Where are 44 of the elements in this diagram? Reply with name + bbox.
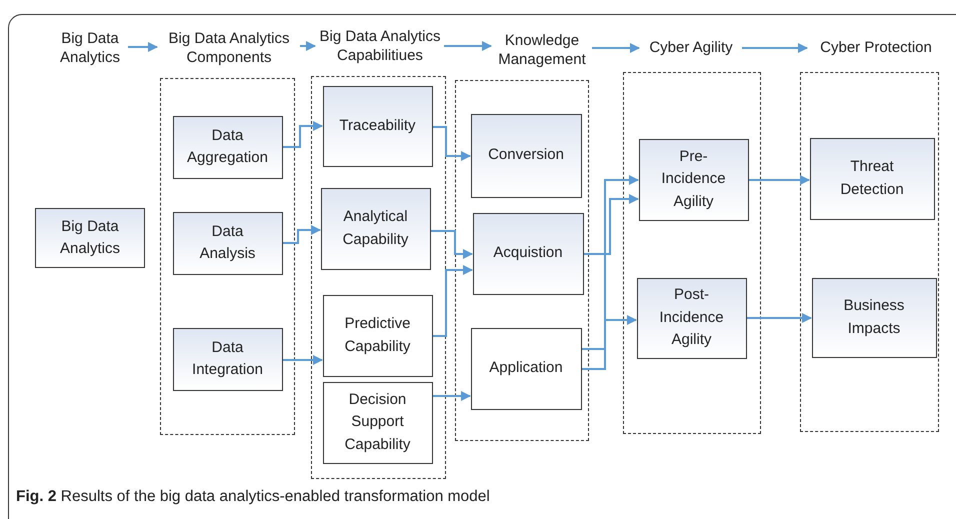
process-box: Analytical Capability bbox=[320, 188, 430, 270]
process-box: Application bbox=[470, 328, 582, 410]
process-box: Acquistion bbox=[472, 212, 584, 294]
arrow bbox=[592, 43, 640, 53]
process-box: Data Analysis bbox=[172, 212, 282, 274]
column-heading: Knowledge Management bbox=[492, 28, 592, 72]
column-heading: Big Data Analytics Capabilitiues bbox=[316, 24, 444, 68]
arrow bbox=[433, 391, 471, 401]
arrow bbox=[128, 42, 158, 52]
dashed-group-box bbox=[800, 72, 939, 432]
process-box: Threat Detection bbox=[810, 138, 934, 220]
arrow bbox=[582, 175, 639, 350]
arrow bbox=[584, 194, 639, 255]
process-box: Business Impacts bbox=[812, 278, 936, 358]
arrow bbox=[283, 121, 323, 148]
column-heading: Cyber Protection bbox=[808, 37, 944, 59]
dashed-group-box bbox=[160, 78, 295, 435]
arrow bbox=[444, 41, 492, 51]
dashed-group-box bbox=[311, 76, 446, 479]
process-box: Conversion bbox=[470, 114, 582, 198]
arrow bbox=[747, 313, 812, 323]
arrow bbox=[283, 355, 323, 365]
arrow bbox=[433, 126, 471, 161]
process-box: Predictive Capability bbox=[322, 294, 432, 376]
process-box: Big Data Analytics bbox=[35, 208, 145, 268]
arrow bbox=[300, 41, 316, 51]
figure-caption: Fig. 2 Results of the big data analytics-enabled transformation model bbox=[16, 488, 490, 506]
arrow bbox=[742, 43, 808, 53]
process-box: Post- Incidence Agility bbox=[636, 278, 746, 358]
arrow bbox=[283, 225, 321, 244]
arrow bbox=[582, 315, 637, 370]
dashed-group-box bbox=[623, 72, 761, 434]
process-box: Data Integration bbox=[172, 328, 282, 390]
dashed-group-box bbox=[455, 80, 589, 441]
process-box: Data Aggregation bbox=[172, 116, 282, 178]
process-box: Traceability bbox=[322, 86, 432, 166]
arrow bbox=[433, 265, 473, 337]
column-heading: Cyber Agility bbox=[640, 37, 742, 59]
column-heading: Big Data Analytics bbox=[52, 26, 128, 70]
arrow bbox=[749, 175, 810, 185]
arrow bbox=[431, 230, 473, 259]
process-box: Pre- Incidence Agility bbox=[638, 138, 748, 220]
process-box: Decision Support Capability bbox=[322, 382, 432, 464]
column-heading: Big Data Analytics Components bbox=[158, 26, 300, 70]
